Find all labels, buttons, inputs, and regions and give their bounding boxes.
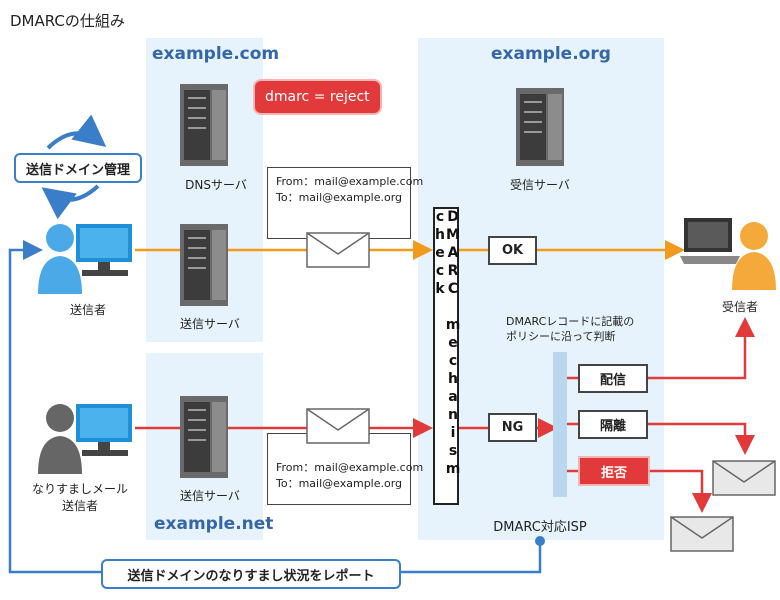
report-origin-dot bbox=[535, 536, 545, 546]
email-to-top: To：mail@example.org bbox=[276, 191, 403, 204]
sender-domain-management: 送信ドメイン管理 bbox=[14, 153, 142, 183]
sender-label: 送信者 bbox=[69, 303, 106, 317]
envelope-icon-top bbox=[306, 232, 370, 268]
email-from-top: From：mail@example.com bbox=[276, 175, 424, 188]
receiver-label: 受信者 bbox=[721, 300, 758, 314]
policy-note-line1: DMARCレコードに記載の bbox=[506, 315, 635, 328]
dmarc-isp-label: DMARC対応ISP bbox=[493, 520, 587, 535]
dmarc-mechanism-check-text: DMARC mechanism check bbox=[432, 209, 461, 479]
spoof-sender-person-icon bbox=[38, 404, 132, 474]
sender-person-icon bbox=[38, 224, 132, 294]
ok-box: OK bbox=[488, 236, 537, 265]
send-server-icon-top bbox=[180, 224, 228, 306]
email-header-top: From：mail@example.com To：mail@example.or… bbox=[267, 167, 424, 239]
quarantine-arrow bbox=[648, 422, 755, 455]
cycle-arrow-top bbox=[46, 114, 107, 150]
email-to-bottom: To：mail@example.org bbox=[276, 477, 403, 490]
report-label: 送信ドメインのなりすまし状況をレポート bbox=[101, 559, 401, 589]
reject-arrow bbox=[650, 469, 712, 513]
receiver-person-icon bbox=[680, 218, 776, 290]
envelope-icon-bottom bbox=[306, 408, 370, 444]
quarantine-box: 隔離 bbox=[578, 410, 648, 439]
dmarc-mechanism-check: DMARC mechanism check bbox=[432, 207, 461, 505]
spoof-sender-label-line2: 送信者 bbox=[61, 499, 98, 513]
send-server-label-bottom: 送信サーバ bbox=[180, 489, 240, 503]
panel-title-example-com: example.com bbox=[152, 44, 280, 64]
deliver-box: 配信 bbox=[578, 364, 648, 393]
dns-server-label: DNSサーバ bbox=[185, 178, 247, 192]
policy-note-line2: ポリシーに沿って判断 bbox=[506, 330, 616, 343]
receive-server-icon bbox=[516, 88, 564, 166]
cycle-arrow-bottom bbox=[41, 184, 100, 220]
spoof-sender-label-line1: なりすましメール bbox=[31, 482, 128, 496]
dns-server-icon bbox=[180, 84, 228, 166]
policy-note: DMARCレコードに記載の ポリシーに沿って判断 bbox=[506, 314, 634, 344]
receive-server-label: 受信サーバ bbox=[510, 178, 570, 192]
panel-title-example-net: example.net bbox=[154, 514, 274, 534]
send-server-label-top: 送信サーバ bbox=[180, 317, 240, 331]
panel-title-example-org: example.org bbox=[491, 44, 611, 64]
envelope-icon-reject bbox=[670, 516, 734, 552]
policy-bar bbox=[553, 352, 567, 497]
report-loop-line bbox=[8, 240, 542, 574]
reject-box: 拒否 bbox=[578, 456, 650, 486]
envelope-icon-quarantine bbox=[712, 460, 776, 496]
send-server-icon-bottom bbox=[180, 396, 228, 478]
email-header-bottom: From：mail@example.com To：mail@example.or… bbox=[267, 433, 424, 505]
ng-box: NG bbox=[488, 413, 537, 442]
email-from-bottom: From：mail@example.com bbox=[276, 461, 424, 474]
deliver-arrow bbox=[648, 317, 755, 380]
dmarc-reject-callout: dmarc = reject bbox=[255, 81, 380, 113]
diagram-title: DMARCの仕組み bbox=[10, 12, 125, 30]
